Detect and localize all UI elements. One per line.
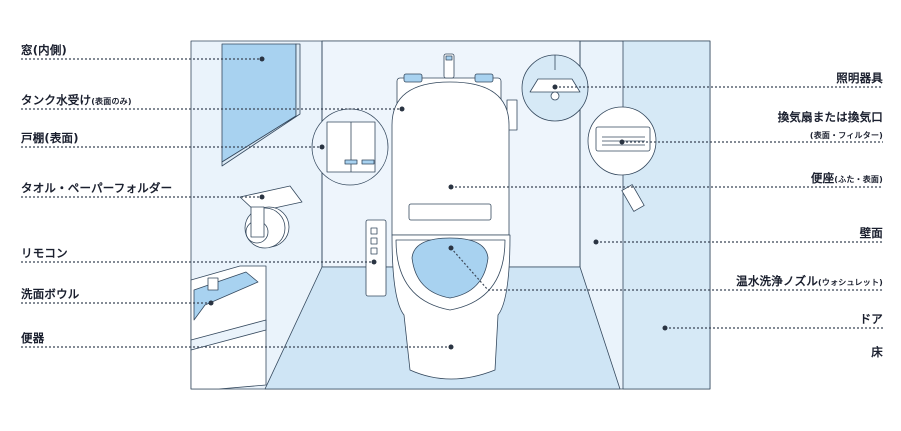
label-nozzle: 温水洗浄ノズル(ウォシュレット) — [736, 274, 883, 290]
leader-endpoints — [208, 56, 668, 350]
label-cabinet-text: 戸棚(表面) — [21, 131, 79, 145]
label-wash-basin: 洗面ボウル — [21, 287, 80, 301]
label-floor-text: 床 — [871, 345, 883, 359]
label-seat-text: 便座 — [810, 171, 835, 185]
label-nozzle-sub: (ウォシュレット) — [818, 278, 883, 287]
label-paper-holder: タオル・ペーパーフォルダー — [21, 181, 172, 195]
label-nozzle-text: 温水洗浄ノズル — [736, 274, 819, 288]
label-remote: リモコン — [21, 246, 68, 260]
toilet-seat-opening — [411, 237, 489, 299]
label-door-text: ドア — [859, 312, 883, 326]
label-wall-text: 壁面 — [859, 226, 883, 240]
label-cabinet: 戸棚(表面) — [21, 131, 79, 145]
label-tank-sub: (表面のみ) — [91, 97, 132, 106]
label-seat-sub: (ふた・表面) — [834, 175, 883, 184]
room-illustration — [190, 40, 711, 390]
label-floor: 床 — [871, 345, 883, 359]
label-tank: タンク水受け(表面のみ) — [21, 93, 132, 109]
label-light: 照明器具 — [836, 71, 883, 85]
label-seat: 便座(ふた・表面) — [811, 171, 883, 187]
label-door: ドア — [860, 312, 883, 326]
label-wash-basin-text: 洗面ボウル — [21, 287, 80, 301]
label-toilet-text: 便器 — [21, 331, 45, 345]
label-vent-sub: (表面・フィルター) — [810, 127, 883, 143]
toilet-lid — [391, 81, 510, 236]
label-window: 窓(内側) — [21, 43, 67, 57]
label-paper-holder-text: タオル・ペーパーフォルダー — [21, 181, 173, 195]
leader-lines — [21, 58, 883, 348]
label-window-text: 窓(内側) — [21, 43, 68, 57]
label-vent-text: 換気扇または換気口 — [777, 110, 883, 124]
label-vent-sub-text: (表面・フィルター) — [809, 131, 883, 140]
label-toilet: 便器 — [21, 331, 44, 345]
door — [622, 40, 711, 390]
label-light-text: 照明器具 — [836, 71, 883, 85]
label-wall: 壁面 — [860, 226, 883, 240]
label-remote-text: リモコン — [21, 246, 68, 260]
label-tank-text: タンク水受け — [21, 93, 92, 107]
label-vent: 換気扇または換気口 — [778, 110, 883, 124]
